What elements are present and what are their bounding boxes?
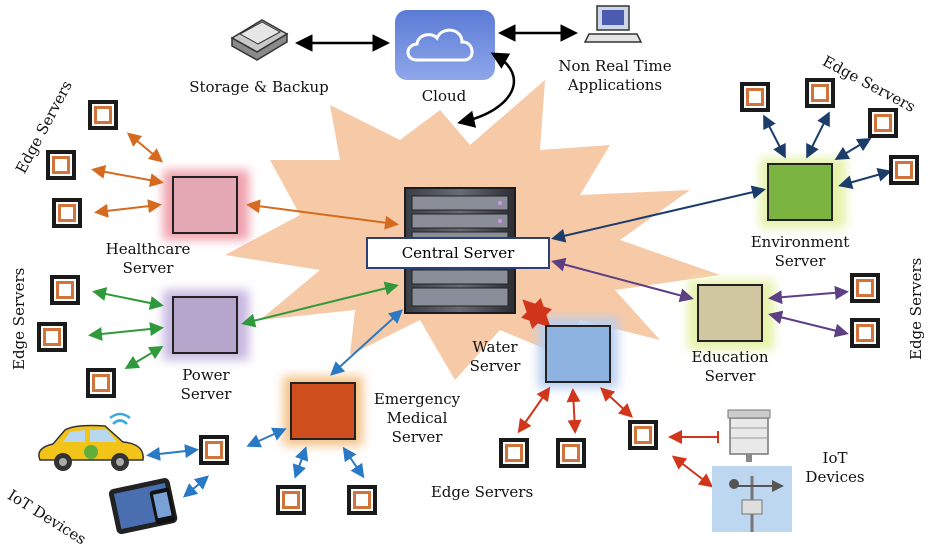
edge-server [850, 273, 880, 303]
storage-icon [230, 19, 289, 61]
edge-server [868, 108, 898, 138]
water-arrows [517, 297, 719, 488]
edge-servers-mid-left-label: Edge Servers [10, 267, 28, 370]
power-arrows [88, 281, 399, 370]
edge-server [499, 438, 529, 468]
edge-server [46, 150, 76, 180]
edge-server [850, 318, 880, 348]
storage-label: Storage & Backup [189, 78, 329, 96]
healthcare-arrows [91, 132, 399, 230]
edge-servers-bottom-label: Edge Servers [430, 483, 534, 501]
central-server-label: Central Server [366, 237, 550, 269]
emergency-medical-server [290, 382, 356, 440]
computer-icon [583, 5, 643, 43]
edge-server [347, 485, 377, 515]
healthcare-server-label: Healthcare Server [105, 240, 191, 277]
weather-sensor-icon [727, 409, 771, 462]
education-server [697, 284, 763, 342]
edge-server [556, 438, 586, 468]
weather-station-icon [712, 466, 792, 532]
environment-server-label: Environment Server [750, 233, 850, 270]
healthcare-server [172, 176, 238, 234]
car-icon [38, 412, 144, 471]
edge-server [276, 485, 306, 515]
water-server [545, 325, 611, 383]
emergency-arrows [146, 309, 403, 498]
edge-server [52, 198, 82, 228]
tablet-icon [108, 478, 178, 535]
edge-server [86, 368, 116, 398]
cloud-label: Cloud [421, 87, 467, 105]
water-server-label: Water Server [469, 338, 521, 375]
education-arrows [551, 257, 849, 338]
edge-servers-right-label: Edge Servers [907, 257, 925, 360]
non-real-time-label: Non Real Time Applications [558, 57, 672, 94]
power-server-label: Power Server [180, 366, 232, 403]
power-server [172, 296, 238, 354]
edge-server [37, 322, 67, 352]
edge-server [50, 275, 80, 305]
edge-server [199, 435, 229, 465]
edge-server [889, 155, 919, 185]
edge-server [88, 100, 118, 130]
emergency-server-label: Emergency Medical Server [373, 390, 461, 446]
edge-server [805, 78, 835, 108]
environment-arrows [551, 111, 892, 243]
edge-server [740, 82, 770, 112]
cloud-central-arrow [457, 52, 516, 128]
edge-server [628, 420, 658, 450]
environment-server [767, 163, 833, 221]
cloud-icon [395, 10, 495, 80]
iot-devices-right-label: IoT Devices [805, 449, 865, 486]
education-server-label: Education Server [691, 348, 769, 385]
